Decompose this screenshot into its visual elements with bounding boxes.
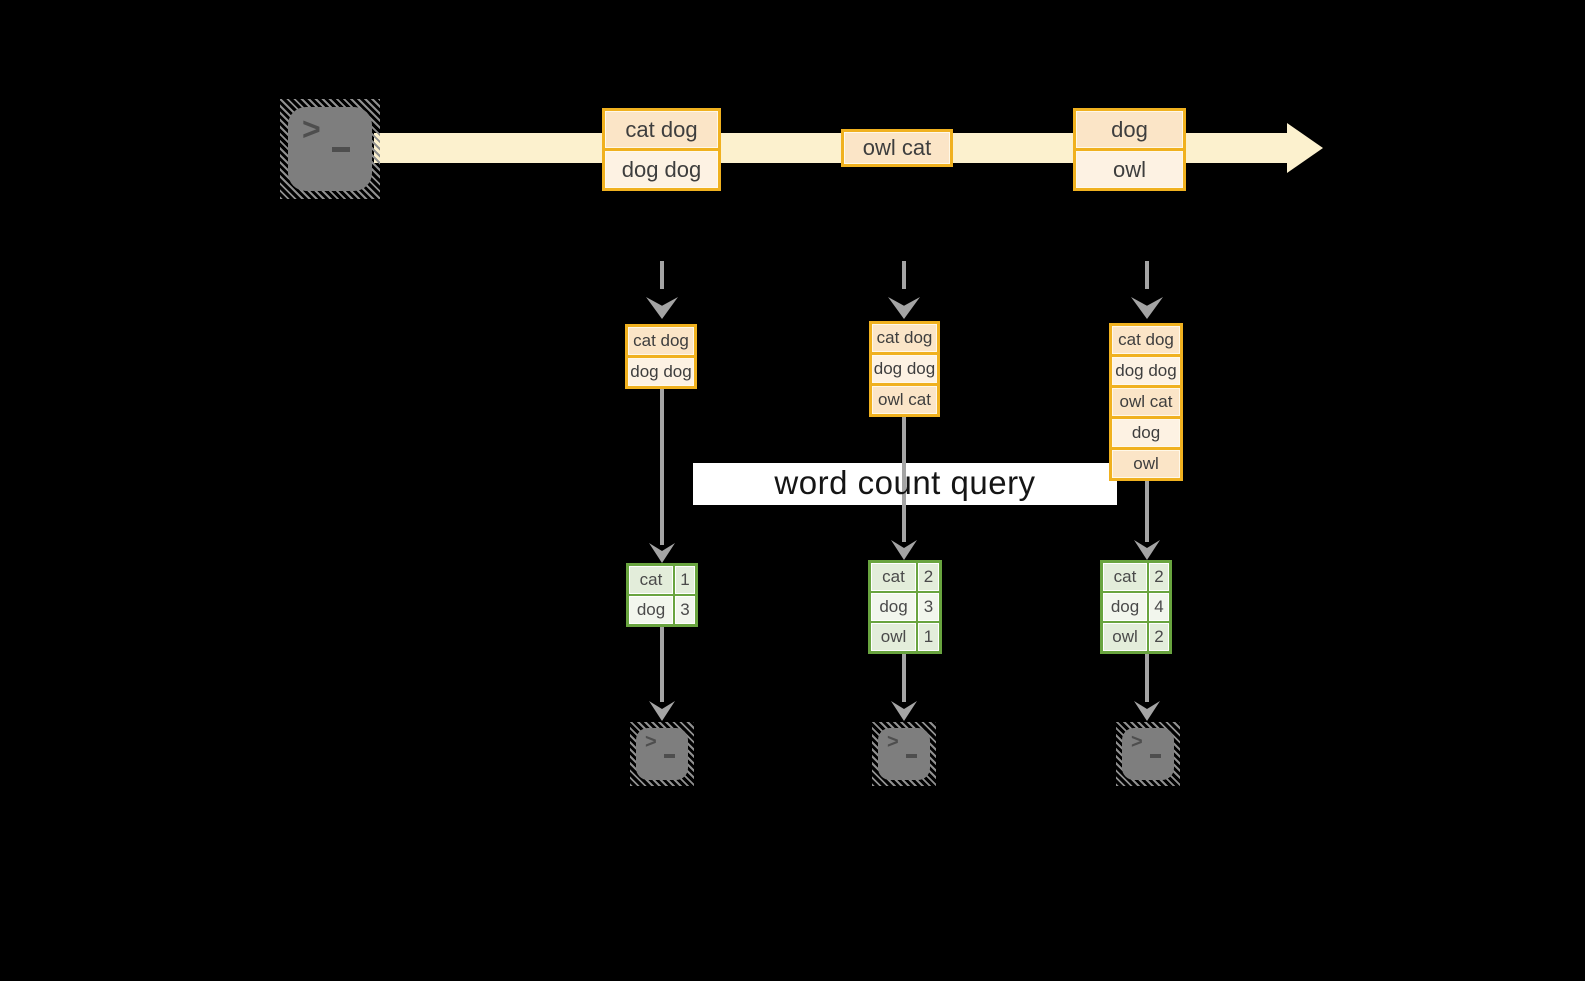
terminal-output-icon-3: > [1116, 722, 1180, 786]
query-arrow-line-1 [660, 389, 664, 545]
count-cell: 1 [675, 566, 695, 594]
terminal-body [288, 107, 372, 191]
terminal-output-icon-2: > [872, 722, 936, 786]
query-arrow-line-3 [1145, 481, 1149, 542]
count-cell: 3 [675, 596, 695, 624]
count-cell: 3 [918, 593, 939, 621]
count-cell: 2 [1149, 563, 1169, 591]
query-label: word count query [774, 464, 1036, 501]
count-table-1: cat 1 dog 3 [626, 563, 698, 627]
dashed-arrow-line-2 [902, 261, 906, 289]
word-cell: dog [871, 593, 916, 621]
prompt-underscore-icon [332, 147, 350, 152]
output-arrow-line-2 [902, 654, 906, 702]
word-cell: owl [1103, 623, 1147, 651]
query-arrow-head-icon-1 [649, 543, 675, 563]
word-cell: owl [871, 623, 916, 651]
count-cell: 2 [918, 563, 939, 591]
stream-timeline-arrowhead [1287, 123, 1323, 173]
prompt-chevron-icon: > [1131, 731, 1143, 753]
accumulated-item: owl cat [1112, 388, 1180, 416]
dashed-arrow-line-1 [660, 261, 664, 289]
accumulated-item: dog dog [628, 358, 694, 386]
count-table-2: cat 2 dog 3 owl 1 [868, 560, 942, 654]
word-cell: dog [1103, 593, 1147, 621]
accumulated-box-1: cat dog dog dog [625, 324, 697, 389]
count-table-3: cat 2 dog 4 owl 2 [1100, 560, 1172, 654]
accumulated-item: owl [1112, 450, 1180, 478]
terminal-body [878, 728, 930, 780]
query-arrow-head-icon-2 [891, 540, 917, 560]
batch-item: owl cat [844, 132, 950, 164]
dashed-arrow-line-3 [1145, 261, 1149, 289]
prompt-chevron-icon: > [887, 731, 899, 753]
accumulated-box-3: cat dog dog dog owl cat dog owl [1109, 323, 1183, 481]
prompt-underscore-icon [1150, 754, 1161, 758]
batch-item: dog [1076, 111, 1183, 148]
output-arrow-line-3 [1145, 654, 1149, 702]
batch-item: cat dog [605, 111, 718, 148]
word-cell: dog [629, 596, 673, 624]
accumulated-item: dog dog [1112, 357, 1180, 385]
accumulated-item: cat dog [872, 324, 937, 352]
count-cell: 2 [1149, 623, 1169, 651]
output-arrow-line-1 [660, 627, 664, 702]
count-cell: 4 [1149, 593, 1169, 621]
count-cell: 1 [918, 623, 939, 651]
batch-item: owl [1076, 151, 1183, 188]
terminal-output-icon-1: > [630, 722, 694, 786]
prompt-chevron-icon: > [645, 731, 657, 753]
output-arrow-head-icon-1 [649, 701, 675, 721]
output-arrow-head-icon-3 [1134, 701, 1160, 721]
accumulated-box-2: cat dog dog dog owl cat [869, 321, 940, 417]
dashed-arrow-head-icon-1 [646, 297, 678, 319]
accumulated-item: dog [1112, 419, 1180, 447]
prompt-underscore-icon [664, 754, 675, 758]
micro-batch-1: cat dog dog dog [602, 108, 721, 191]
prompt-underscore-icon [906, 754, 917, 758]
accumulated-item: dog dog [872, 355, 937, 383]
micro-batch-3: dog owl [1073, 108, 1186, 191]
dashed-arrow-head-icon-2 [888, 297, 920, 319]
accumulated-item: cat dog [1112, 326, 1180, 354]
terminal-source-icon: > [280, 99, 380, 199]
query-arrow-line-2 [902, 417, 906, 542]
terminal-body [1122, 728, 1174, 780]
micro-batch-2: owl cat [841, 129, 953, 167]
query-arrow-head-icon-3 [1134, 540, 1160, 560]
terminal-body [636, 728, 688, 780]
batch-item: dog dog [605, 151, 718, 188]
prompt-chevron-icon: > [302, 111, 321, 147]
word-cell: cat [871, 563, 916, 591]
dashed-arrow-head-icon-3 [1131, 297, 1163, 319]
accumulated-item: owl cat [872, 386, 937, 414]
accumulated-item: cat dog [628, 327, 694, 355]
output-arrow-head-icon-2 [891, 701, 917, 721]
word-cell: cat [1103, 563, 1147, 591]
word-cell: cat [629, 566, 673, 594]
